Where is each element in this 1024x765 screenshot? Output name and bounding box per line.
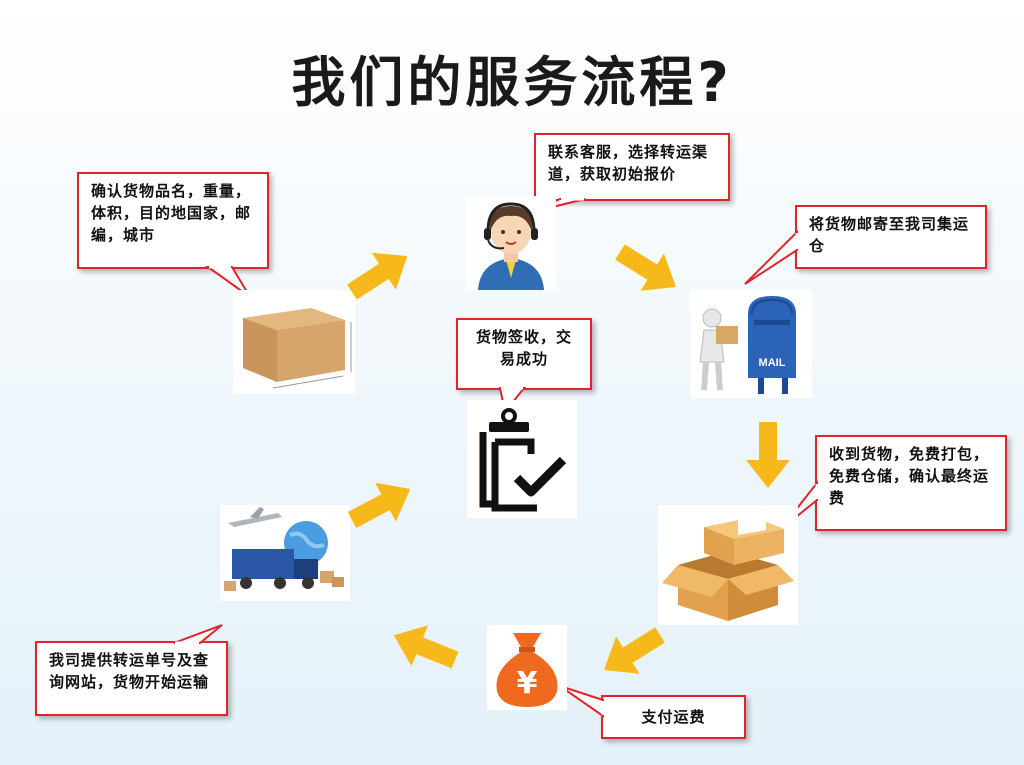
mailbox-label: MAIL [759, 357, 786, 369]
clipboard-check-icon [467, 400, 577, 518]
callout-confirm-text: 确认货物品名，重量，体积，目的地国家，邮编，城市 [91, 182, 252, 244]
open-box-icon [658, 505, 798, 625]
mailbox-icon: MAIL [690, 290, 812, 398]
currency-symbol: ¥ [517, 666, 538, 701]
callout-confirm: 确认货物品名，重量，体积，目的地国家，邮编，城市 [77, 172, 269, 269]
callout-receive-text: 收到货物，免费打包，免费仓储，确认最终运费 [829, 445, 990, 507]
callout-mail-text: 将货物邮寄至我司集运仓 [809, 215, 970, 255]
callout-tracking-text: 我司提供转运单号及查询网站，货物开始运输 [49, 651, 210, 691]
callout-pay-text: 支付运费 [641, 708, 706, 726]
callout-pay: 支付运费 [601, 695, 746, 739]
cardboard-box-icon [233, 290, 355, 394]
callout-tracking: 我司提供转运单号及查询网站，货物开始运输 [35, 641, 228, 716]
callout-contact: 联系客服，选择转运渠道，获取初始报价 [534, 133, 730, 201]
page-title: 我们的服务流程? [291, 51, 733, 114]
money-bag-icon: ¥ [487, 625, 567, 710]
customer-service-icon [466, 196, 556, 290]
logistics-icon [220, 505, 350, 601]
callout-contact-text: 联系客服，选择转运渠道，获取初始报价 [548, 143, 709, 183]
callout-mail: 将货物邮寄至我司集运仓 [795, 205, 987, 269]
callout-sign-text: 货物签收，交易成功 [475, 328, 572, 368]
